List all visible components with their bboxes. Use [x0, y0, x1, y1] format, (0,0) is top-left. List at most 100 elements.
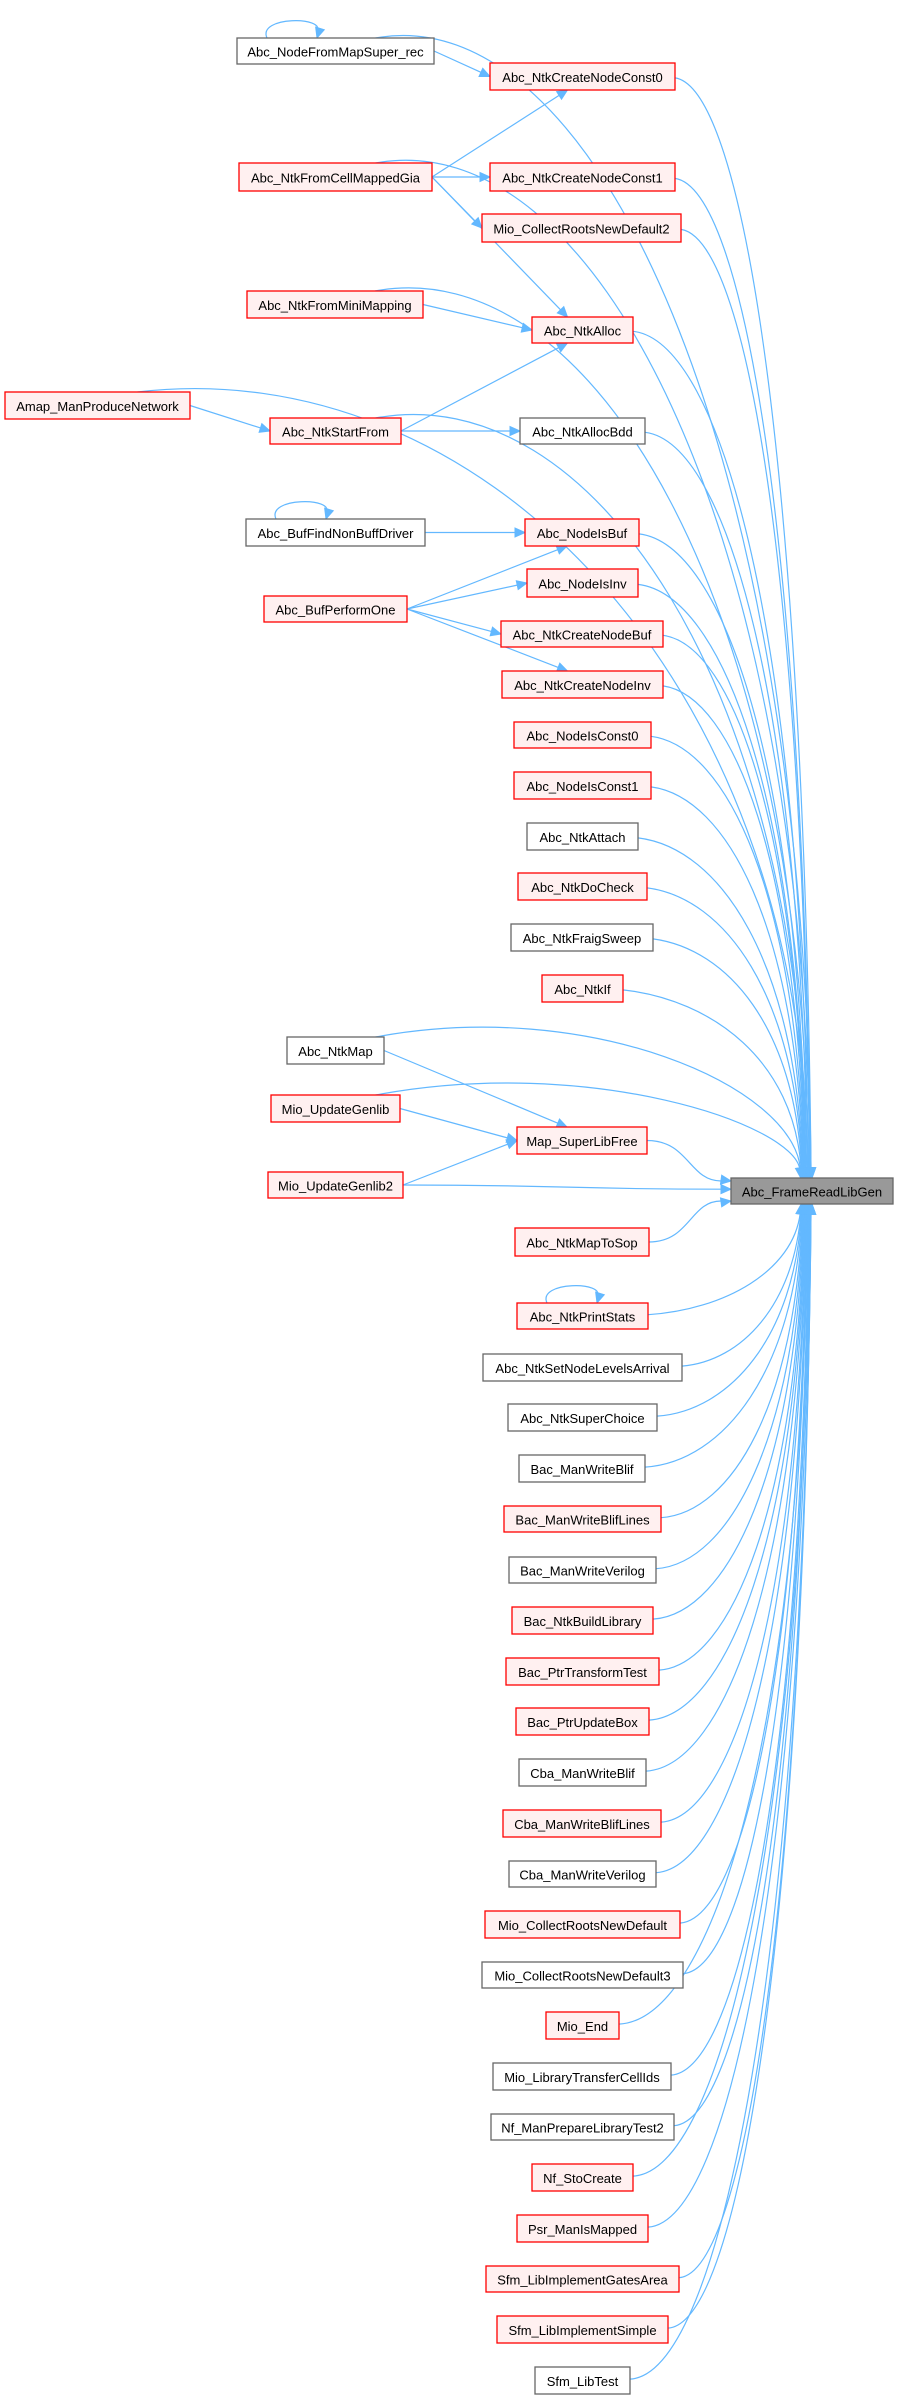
node-label: Psr_ManIsMapped: [528, 2222, 637, 2237]
node-mio-updategenlib[interactable]: Mio_UpdateGenlib: [270, 1094, 401, 1123]
arrowhead-icon: [505, 1139, 519, 1150]
node-bac-ptrupdatebox[interactable]: Bac_PtrUpdateBox: [515, 1707, 650, 1736]
node-abc-ntkcreatenodeinv[interactable]: Abc_NtkCreateNodeInv: [501, 670, 664, 699]
node-abc-nodeisinv[interactable]: Abc_NodeIsInv: [526, 568, 639, 598]
edge-n14-to-n13: [406, 584, 518, 610]
node-sfm-libimplementgatesarea[interactable]: Sfm_LibImplementGatesArea: [485, 2265, 680, 2293]
node-box: [507, 1403, 658, 1432]
node-sfm-libtest[interactable]: Sfm_LibTest: [534, 2366, 631, 2395]
node-nf-manpreparelibrarytest2[interactable]: Nf_ManPrepareLibraryTest2: [490, 2113, 675, 2141]
node-psr-manismapped[interactable]: Psr_ManIsMapped: [516, 2214, 649, 2243]
node-abc-ntkfromcellmappedgia[interactable]: Abc_NtkFromCellMappedGia: [238, 162, 433, 192]
edge-n5-to-target: [680, 228, 811, 1170]
node-box: [484, 1910, 681, 1939]
edge-n32-to-target: [660, 1212, 804, 1519]
node-abc-ntkcreatenodebuf[interactable]: Abc_NtkCreateNodeBuf: [500, 620, 664, 648]
edge-n24-to-n25: [399, 1107, 508, 1139]
node-mio-collectrootsnewdefault[interactable]: Mio_CollectRootsNewDefault: [484, 1910, 681, 1939]
node-abc-ntkfraigsweep[interactable]: Abc_NtkFraigSweep: [510, 923, 654, 952]
node-sfm-libimplementsimple[interactable]: Sfm_LibImplementSimple: [496, 2315, 669, 2344]
node-abc-nodefrommapsuper-rec[interactable]: Abc_NodeFromMapSuper_rec: [236, 37, 435, 65]
edge-n15-to-target: [662, 634, 806, 1170]
node-abc-ntkmaptosop[interactable]: Abc_NtkMapToSop: [514, 1227, 650, 1257]
node-label: Abc_NtkIf: [554, 982, 611, 997]
node-bac-ptrtransformtest[interactable]: Bac_PtrTransformTest: [505, 1657, 660, 1686]
node-abc-ntkdocheck[interactable]: Abc_NtkDoCheck: [517, 872, 648, 901]
edge-n23-to-n25: [383, 1049, 559, 1124]
node-abc-framereadlibgen[interactable]: Abc_FrameReadLibGen: [730, 1177, 894, 1205]
node-bac-manwritebliflines[interactable]: Bac_ManWriteBlifLines: [503, 1505, 662, 1533]
edge-n18-to-target: [650, 786, 804, 1170]
node-box: [518, 1454, 646, 1483]
node-nf-stocreate[interactable]: Nf_StoCreate: [531, 2163, 634, 2192]
node-box: [517, 872, 648, 901]
edge-n33-to-target: [655, 1212, 804, 1570]
arrowhead-icon: [509, 425, 522, 437]
node-abc-ntksuperchoice[interactable]: Abc_NtkSuperChoice: [507, 1403, 658, 1432]
node-label: Abc_NtkCreateNodeBuf: [513, 628, 652, 643]
node-box: [526, 568, 639, 598]
edge-n28-to-target: [647, 1212, 801, 1316]
edge-n37-to-target: [645, 1212, 806, 1772]
node-abc-ntkmap[interactable]: Abc_NtkMap: [286, 1036, 385, 1065]
arrowhead-icon: [720, 1183, 733, 1195]
node-label: Abc_NtkMapToSop: [526, 1236, 637, 1251]
edge-n42-to-target: [618, 1212, 809, 2025]
edge-n25-to-target: [646, 1139, 722, 1182]
edge-n3-to-n7: [431, 176, 561, 311]
arrowhead-icon: [489, 626, 503, 637]
node-label: Sfm_LibImplementGatesArea: [497, 2273, 668, 2288]
arrowhead-icon: [719, 1197, 733, 1208]
node-amap-manproducenetwork[interactable]: Amap_ManProduceNetwork: [4, 391, 191, 420]
arrowhead-icon: [315, 26, 326, 40]
node-abc-ntkprintstats[interactable]: Abc_NtkPrintStats: [516, 1302, 649, 1330]
arrowhead-icon: [515, 580, 529, 591]
node-bac-manwriteblif[interactable]: Bac_ManWriteBlif: [518, 1454, 646, 1483]
edge-n14-to-n12: [406, 549, 558, 610]
node-box: [238, 162, 433, 192]
node-bac-ntkbuildlibrary[interactable]: Bac_NtkBuildLibrary: [511, 1606, 654, 1635]
edge-n6-to-n7: [422, 303, 523, 329]
node-bac-manwriteverilog[interactable]: Bac_ManWriteVerilog: [508, 1556, 657, 1584]
node-label: Map_SuperLibFree: [526, 1134, 637, 1149]
node-cba-manwriteverilog[interactable]: Cba_ManWriteVerilog: [508, 1860, 657, 1888]
node-label: Abc_NtkSetNodeLevelsArrival: [495, 1361, 669, 1376]
edge-n12-to-target: [638, 533, 807, 1170]
node-abc-bufperformone[interactable]: Abc_BufPerformOne: [263, 595, 408, 623]
node-abc-ntkstartfrom[interactable]: Abc_NtkStartFrom: [269, 417, 402, 445]
node-abc-ntksetnodelevelsarrival[interactable]: Abc_NtkSetNodeLevelsArrival: [482, 1353, 683, 1382]
node-cba-manwriteblif[interactable]: Cba_ManWriteBlif: [518, 1758, 647, 1787]
node-abc-nodeisconst0[interactable]: Abc_NodeIsConst0: [513, 721, 652, 749]
node-box: [245, 518, 426, 547]
node-map-superlibfree[interactable]: Map_SuperLibFree: [516, 1126, 648, 1155]
node-abc-nodeisbuf[interactable]: Abc_NodeIsBuf: [524, 518, 640, 547]
node-mio-end[interactable]: Mio_End: [545, 2011, 620, 2040]
node-label: Abc_NtkAllocBdd: [532, 425, 632, 440]
node-abc-ntkcreatenodeconst0[interactable]: Abc_NtkCreateNodeConst0: [489, 62, 676, 91]
edge-n34-to-target: [652, 1212, 805, 1620]
node-cba-manwritebliflines[interactable]: Cba_ManWriteBlifLines: [502, 1809, 662, 1838]
edge-n9-to-n7: [400, 347, 559, 432]
node-abc-ntkattach[interactable]: Abc_NtkAttach: [526, 822, 639, 851]
node-box: [513, 771, 652, 800]
node-abc-buffindnonbuffdriver[interactable]: Abc_BufFindNonBuffDriver: [245, 518, 426, 547]
node-mio-librarytransfercellids[interactable]: Mio_LibraryTransferCellIds: [492, 2062, 672, 2091]
edge-n9-to-target: [375, 413, 808, 1170]
arrowhead-icon: [555, 1118, 569, 1128]
node-abc-ntkallocbdd[interactable]: Abc_NtkAllocBdd: [519, 417, 646, 445]
node-abc-ntkcreatenodeconst1[interactable]: Abc_NtkCreateNodeConst1: [489, 162, 676, 192]
node-mio-collectrootsnewdefault3[interactable]: Mio_CollectRootsNewDefault3: [481, 1961, 684, 1989]
node-box: [490, 2113, 675, 2141]
arrowhead-icon: [805, 1202, 817, 1215]
node-label: Nf_ManPrepareLibraryTest2: [501, 2121, 664, 2136]
node-mio-collectrootsnewdefault2[interactable]: Mio_CollectRootsNewDefault2: [481, 213, 682, 243]
node-abc-nodeisconst1[interactable]: Abc_NodeIsConst1: [513, 771, 652, 800]
node-abc-ntkalloc[interactable]: Abc_NtkAlloc: [531, 316, 634, 344]
node-abc-ntkif[interactable]: Abc_NtkIf: [541, 974, 624, 1003]
node-label: Abc_NtkCreateNodeConst0: [502, 70, 662, 85]
node-abc-ntkfromminimapping[interactable]: Abc_NtkFromMiniMapping: [246, 290, 424, 319]
node-mio-updategenlib2[interactable]: Mio_UpdateGenlib2: [267, 1171, 404, 1199]
node-box: [508, 1556, 657, 1584]
edge-n1-to-n1: [265, 20, 319, 39]
